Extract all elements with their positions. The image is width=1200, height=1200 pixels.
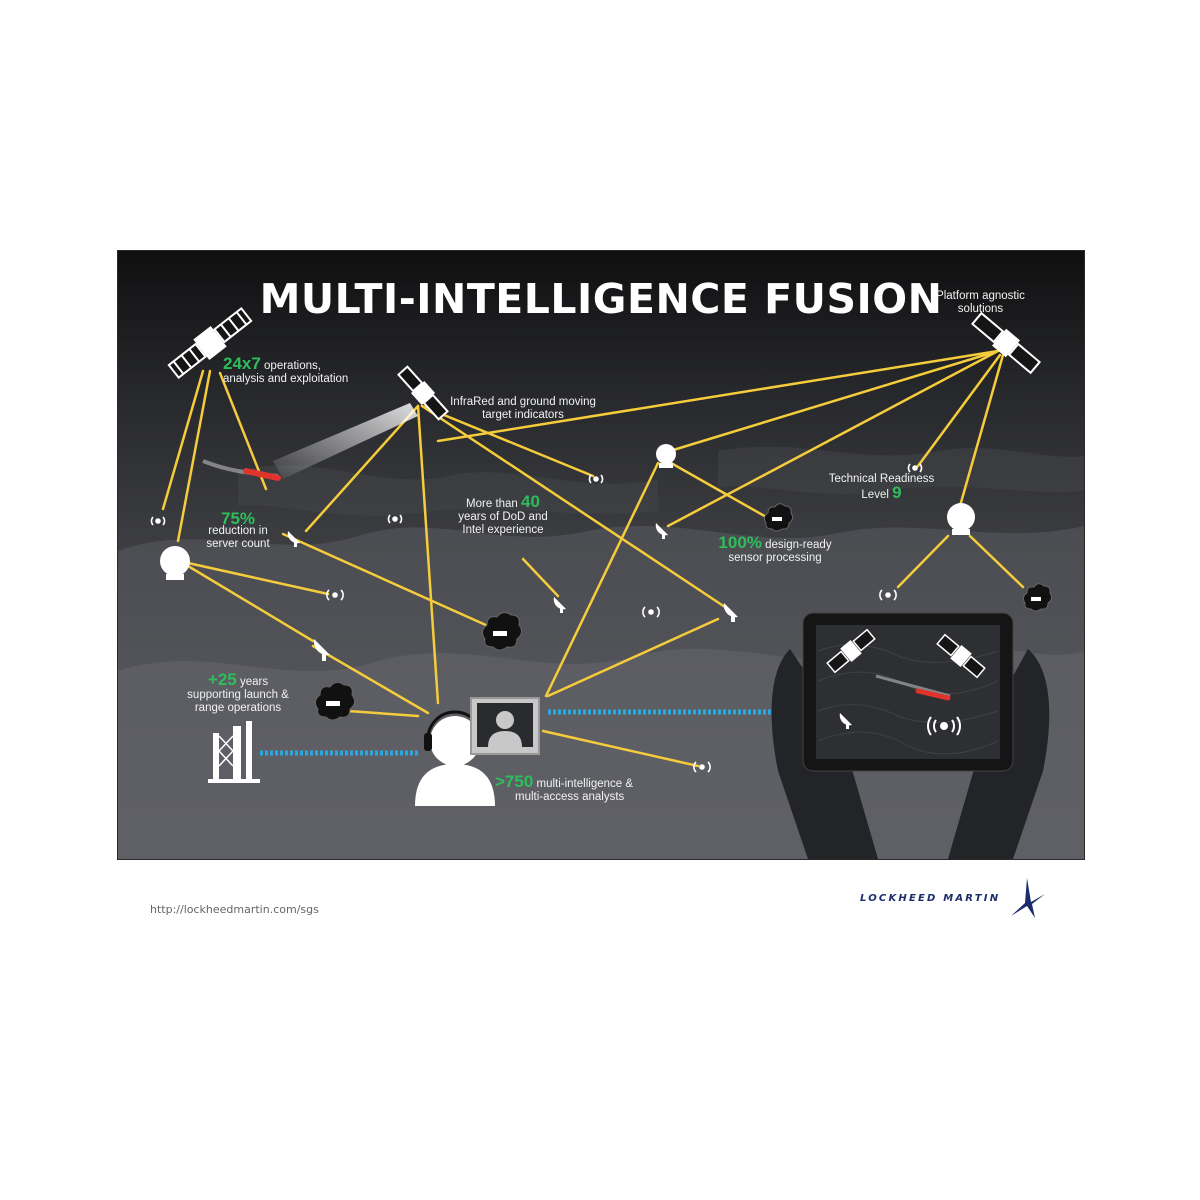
signal-broadcast-icon — [150, 463, 923, 773]
stat-infrared-line1: InfraRed and ground moving — [450, 396, 596, 408]
stat-ops: 24x7 operations, analysis and exploitati… — [223, 354, 349, 386]
infrared-beam — [202, 403, 418, 481]
stat-analysts: >750 multi-intelligence & multi-access a… — [495, 772, 634, 804]
stat-reduction-line1: reduction in — [208, 525, 268, 537]
stat-reduction: 75% reduction in server count — [193, 509, 283, 551]
stat-dod-line3: Intel experience — [462, 524, 544, 536]
stat-platform-line2: solutions — [957, 303, 1004, 315]
data-links — [260, 709, 808, 756]
stat-design-line1: design-ready — [765, 539, 832, 551]
connection-lines — [161, 349, 1025, 768]
stat-trl-line2: Level — [861, 489, 889, 501]
cyber-threat-icon — [314, 503, 1053, 721]
stat-reduction-line2: server count — [206, 538, 270, 550]
tablet-icon — [802, 612, 1014, 772]
satellite-icon — [397, 365, 449, 421]
radome-icon — [656, 444, 676, 468]
stat-platform: Platform agnostic solutions — [923, 290, 1038, 316]
stat-dod-value: 40 — [521, 492, 540, 511]
stat-analysts-line1: multi-intelligence & — [536, 778, 634, 790]
stat-analysts-line2: multi-access analysts — [515, 791, 625, 803]
satellite-icon — [970, 311, 1042, 375]
lockheed-star-logo-icon — [1011, 878, 1045, 918]
radome-icon — [160, 546, 190, 580]
footer-url[interactable]: http://lockheedmartin.com/sgs — [150, 903, 319, 916]
stat-trl: Technical Readiness Level 9 — [824, 473, 939, 502]
satellite-icon — [167, 306, 253, 380]
stat-ops-value: 24x7 — [223, 354, 261, 373]
stat-dod-prefix: More than — [466, 498, 518, 510]
stat-analysts-value: >750 — [495, 772, 534, 791]
stat-design-value: 100% — [718, 533, 762, 552]
radome-icon — [947, 503, 975, 535]
stat-launch-value: +25 — [207, 670, 237, 689]
stat-launch-line2: supporting launch & — [187, 689, 289, 701]
launch-tower-icon — [208, 721, 260, 783]
stat-ops-text2: analysis and exploitation — [223, 373, 349, 385]
stat-dod-line2: years of DoD and — [458, 511, 548, 523]
network-diagram — [118, 306, 1084, 859]
satellite-dish-icon — [287, 523, 738, 661]
stat-design-line2: sensor processing — [728, 552, 822, 564]
stat-reduction-value: 75% — [220, 509, 256, 528]
stat-dod: More than 40 years of DoD and Intel expe… — [448, 492, 558, 537]
stat-trl-value: 9 — [892, 483, 902, 502]
brand-name: LOCKHEED MARTIN — [860, 893, 1001, 904]
stat-platform-line1: Platform agnostic — [936, 290, 1025, 302]
monitor-analyst-icon — [470, 697, 540, 755]
infographic-panel: MULTI-INTELLIGENCE FUSION 24x7 operation… — [117, 250, 1085, 860]
stat-launch-line3: range operations — [194, 702, 282, 714]
stat-design: 100% design-ready sensor processing — [710, 533, 840, 565]
stat-launch-line1: years — [239, 676, 269, 688]
page-title: MULTI-INTELLIGENCE FUSION — [259, 275, 943, 323]
stat-infrared-line2: target indicators — [482, 409, 564, 421]
stat-infrared: InfraRed and ground moving target indica… — [448, 396, 598, 422]
stat-launch: +25 years supporting launch & range oper… — [183, 670, 293, 715]
stat-ops-text: operations, — [264, 360, 321, 372]
stat-trl-line1: Technical Readiness — [828, 473, 935, 485]
